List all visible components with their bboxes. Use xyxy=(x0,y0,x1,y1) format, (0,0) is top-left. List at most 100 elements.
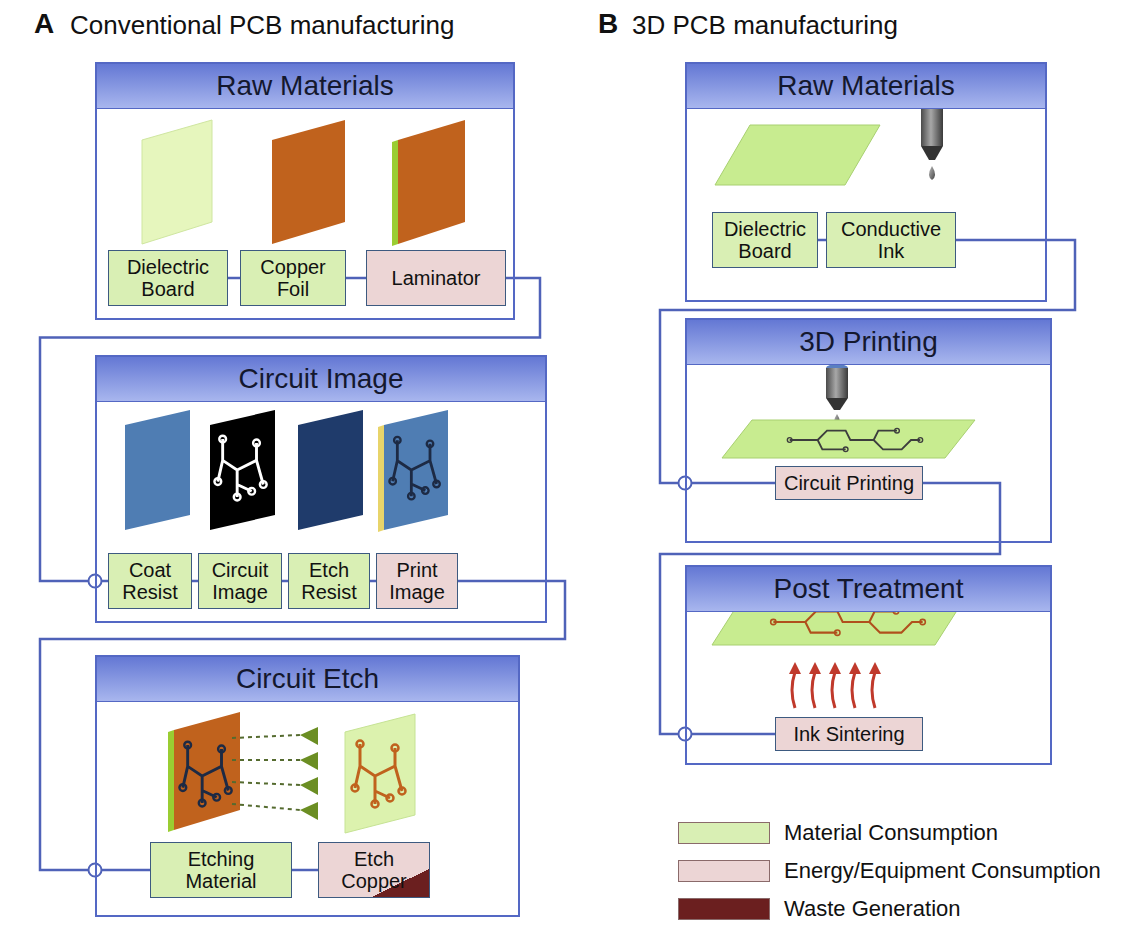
art-part xyxy=(300,727,318,745)
header-band: 3D Printing xyxy=(687,320,1050,365)
art-part xyxy=(929,166,935,180)
process-box: Circuit Image xyxy=(198,553,282,609)
process-box: Copper Foil xyxy=(240,250,346,306)
panel-title: Conventional PCB manufacturing xyxy=(70,10,454,41)
flow-connector xyxy=(818,239,826,242)
header-band: Post Treatment xyxy=(687,567,1050,612)
art-part xyxy=(792,672,875,708)
art-part xyxy=(826,398,848,410)
art-part xyxy=(389,437,439,500)
feed-lines xyxy=(95,483,775,870)
art-part xyxy=(722,420,975,458)
header-band: Raw Materials xyxy=(97,64,513,109)
art-part xyxy=(232,804,300,810)
stage-group: Raw MaterialsDielectric Board Conductive … xyxy=(685,62,1047,302)
box-label: Circuit Printing xyxy=(784,472,914,494)
box-label: Conductive Ink xyxy=(832,218,950,262)
legend-swatch xyxy=(678,822,770,844)
art-part xyxy=(272,120,345,244)
art-part xyxy=(789,662,881,674)
art-part xyxy=(787,428,922,451)
process-box: Ink Sintering xyxy=(775,717,923,751)
process-box: Etch Resist xyxy=(288,553,370,609)
feed-line xyxy=(685,482,775,485)
art-part xyxy=(298,410,363,530)
art-part xyxy=(715,125,880,185)
process-box: Print Image xyxy=(376,553,458,609)
header-band: Circuit Image xyxy=(97,357,545,402)
group-title: Raw Materials xyxy=(777,70,954,102)
box-label: Etch Copper xyxy=(324,848,424,892)
box-label: Print Image xyxy=(382,559,452,603)
art-part xyxy=(210,410,275,530)
feed-line xyxy=(685,733,775,736)
panel-letter: A xyxy=(34,8,54,40)
art-part xyxy=(300,802,318,820)
connectors xyxy=(40,240,1075,870)
process-box: Dielectric Board xyxy=(712,212,818,268)
art-part xyxy=(809,662,821,674)
raw-sheets xyxy=(142,120,465,246)
legend-swatch xyxy=(678,860,770,882)
art-part xyxy=(921,106,943,146)
stage-group: Post TreatmentInk Sintering xyxy=(685,565,1052,765)
legend-row: Material Consumption xyxy=(678,814,1101,852)
art-part xyxy=(214,436,266,501)
art-part xyxy=(392,140,398,246)
art-part xyxy=(300,777,318,795)
art-part xyxy=(300,752,318,770)
art-part xyxy=(125,410,190,530)
art-part xyxy=(232,759,300,761)
printing-illustration xyxy=(722,364,975,458)
art-part xyxy=(921,146,943,160)
legend-label: Material Consumption xyxy=(784,820,998,846)
art-part xyxy=(812,672,815,708)
box-label: Dielectric Board xyxy=(718,218,812,262)
group-title: 3D Printing xyxy=(799,326,938,358)
group-title: Circuit Etch xyxy=(236,663,379,695)
art-part xyxy=(300,727,318,820)
header-band: Circuit Etch xyxy=(97,657,518,702)
art-part xyxy=(832,672,835,708)
legend-label: Energy/Equipment Consumption xyxy=(784,858,1101,884)
stage-group: Raw MaterialsDielectric BoardCopper Foil… xyxy=(95,62,515,320)
image-sheets xyxy=(125,410,448,532)
art-part xyxy=(174,712,240,830)
art-part xyxy=(345,714,415,833)
box-label: Copper Foil xyxy=(246,256,340,300)
art-part xyxy=(352,741,406,808)
art-part xyxy=(849,662,861,674)
art-part xyxy=(232,735,300,810)
legend-label: Waste Generation xyxy=(784,896,961,922)
art-part xyxy=(168,730,174,832)
stage-group: Circuit EtchEtching Material Etch Copper xyxy=(95,655,520,917)
legend-row: Energy/Equipment Consumption xyxy=(678,852,1101,890)
art-part xyxy=(384,410,448,530)
flow-connector xyxy=(40,278,540,581)
stage-group: Circuit ImageCoat ResistCircuit ImageEtc… xyxy=(95,355,547,623)
legend-row: Waste Generation xyxy=(678,890,1101,928)
flow-connector xyxy=(228,277,240,280)
art-part xyxy=(869,662,881,674)
process-box: Conductive Ink xyxy=(826,212,956,268)
flow-connector xyxy=(660,240,1075,483)
art-part xyxy=(829,662,841,674)
box-label: Etch Resist xyxy=(294,559,364,603)
header-band: Raw Materials xyxy=(687,64,1045,109)
process-box: Laminator xyxy=(366,250,506,306)
flow-connector xyxy=(40,581,565,870)
process-box: Etch Copper xyxy=(318,842,430,898)
art-part xyxy=(792,672,795,708)
art-part xyxy=(232,735,300,738)
art-part xyxy=(852,672,855,708)
process-box: Etching Material xyxy=(150,842,292,898)
board-and-nozzle xyxy=(715,102,943,185)
process-box: Coat Resist xyxy=(108,553,192,609)
sintering-illustration xyxy=(712,598,965,708)
art-part xyxy=(232,782,300,785)
stage-group: 3D PrintingCircuit Printing xyxy=(685,318,1052,543)
box-label: Laminator xyxy=(392,267,481,289)
